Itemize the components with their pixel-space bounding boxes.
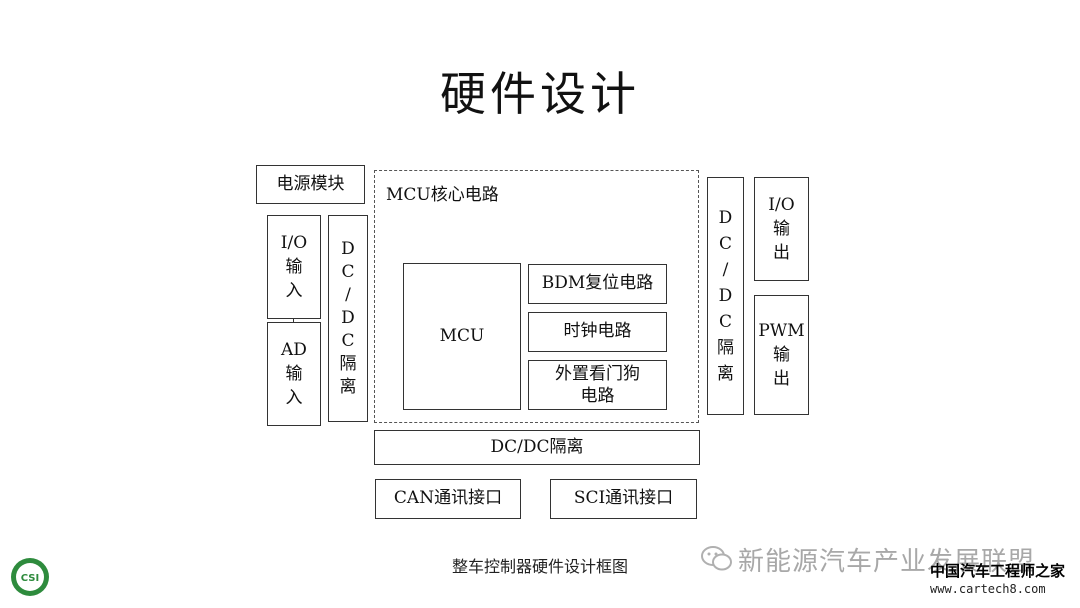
- io-output-line-1: I/O: [768, 195, 795, 215]
- slide-title: 硬件设计: [440, 67, 640, 121]
- bdm-reset-box: BDM复位电路: [528, 264, 667, 304]
- watermark-text: 新能源汽车产业发展联盟: [738, 547, 1036, 577]
- dcdc-right-char: C: [718, 234, 732, 254]
- ad-input-line-1: AD: [281, 340, 307, 360]
- mcu-core-label: MCU核心电路: [386, 185, 499, 205]
- dcdc-right-char: C: [718, 312, 732, 332]
- watchdog-line-2: 电路: [580, 386, 615, 406]
- mcu-core-circuit-group: [374, 170, 699, 423]
- dcdc-isolation-bottom-box: DC/DC隔离: [374, 430, 700, 465]
- logo-text: CSI: [21, 573, 39, 584]
- dcdc-right-char: D: [718, 208, 733, 228]
- diagram-caption: 整车控制器硬件设计框图: [451, 557, 628, 576]
- io-input-box: I/O 输 入: [267, 215, 321, 319]
- sci-interface-box: SCI通讯接口: [550, 479, 697, 519]
- dcdc-right-char: /: [722, 260, 729, 280]
- dcdc-right-char: 离: [717, 364, 734, 384]
- watermark-brand: 中国汽车工程师之家: [930, 562, 1066, 580]
- connector-line: [293, 318, 294, 324]
- io-output-box: I/O 输 出: [754, 177, 809, 281]
- wechat-icon: [701, 546, 732, 571]
- organization-logo: CSI: [11, 558, 49, 596]
- ad-input-line-2: 输: [285, 364, 303, 384]
- dcdc-right-char: 隔: [717, 338, 734, 358]
- dcdc-left-char: 隔: [339, 354, 357, 374]
- ad-input-line-3: 入: [285, 388, 303, 408]
- io-input-line-3: 入: [285, 281, 303, 301]
- dcdc-left-char: 离: [339, 377, 357, 397]
- clock-circuit-box: 时钟电路: [528, 312, 667, 352]
- pwm-output-line-1: PWM: [758, 321, 805, 341]
- io-input-line-2: 输: [285, 257, 303, 277]
- dcdc-left-char: /: [345, 285, 351, 305]
- ad-input-box: AD 输 入: [267, 322, 321, 426]
- can-interface-box: CAN通讯接口: [375, 479, 521, 519]
- pwm-output-box: PWM 输 出: [754, 295, 809, 415]
- dcdc-left-char: D: [341, 239, 355, 259]
- pwm-output-line-3: 出: [773, 369, 790, 389]
- io-output-line-2: 输: [773, 219, 790, 239]
- dcdc-right-char: D: [718, 286, 733, 306]
- dcdc-left-char: D: [341, 308, 355, 328]
- watchdog-circuit-box: 外置看门狗 电路: [528, 360, 667, 410]
- power-module-box: 电源模块: [256, 165, 365, 204]
- io-input-line-1: I/O: [280, 233, 308, 253]
- dcdc-isolation-left-box: D C / D C 隔 离: [328, 215, 368, 422]
- dcdc-left-char: C: [341, 262, 355, 282]
- mcu-box: MCU: [403, 263, 521, 410]
- watermark-url: www.cartech8.com: [930, 582, 1046, 596]
- watchdog-line-1: 外置看门狗: [555, 364, 640, 384]
- io-output-line-3: 出: [773, 243, 790, 263]
- pwm-output-line-2: 输: [773, 345, 790, 365]
- dcdc-isolation-right-box: D C / D C 隔 离: [707, 177, 744, 415]
- dcdc-left-char: C: [341, 331, 355, 351]
